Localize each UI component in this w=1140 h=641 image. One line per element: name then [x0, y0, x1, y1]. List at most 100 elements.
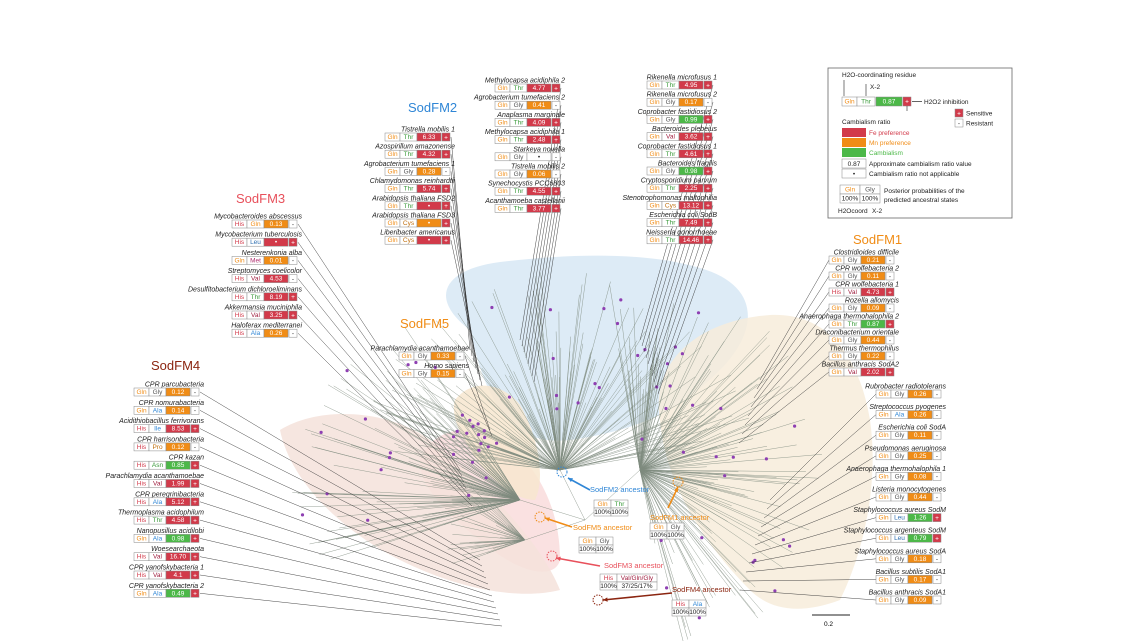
- inhibition-sign: -: [889, 337, 891, 344]
- species-name: Mycobacterium tuberculosis: [215, 232, 302, 239]
- coord-residue: Gln: [401, 371, 412, 378]
- leader-line: [657, 239, 714, 395]
- x2-residue: Thr: [666, 185, 677, 192]
- cambialism-ratio-value: 0.26: [270, 330, 283, 337]
- inhibition-box: [703, 166, 713, 176]
- species-name: Staphylococcus aureus SodM: [853, 507, 946, 514]
- cambialism-ratio-box: [165, 479, 191, 488]
- cambialism-ratio-value: 4.32: [423, 151, 436, 158]
- coord-residue: Gln: [387, 134, 398, 141]
- cambialism-ratio-box: [907, 513, 933, 522]
- species-name: Staphylococcus aureus SodA: [855, 548, 947, 555]
- ancestor-posterior-b: 100%: [689, 609, 706, 616]
- tree-node-dot: [476, 422, 480, 426]
- ancestor-posterior-b: 100%: [611, 509, 628, 516]
- inhibition-sign: +: [888, 369, 892, 376]
- species-name: CPR nomurabacteria: [139, 400, 204, 407]
- arrow-head: [545, 517, 550, 522]
- tree-node-dot: [414, 360, 418, 365]
- inhibition-sign: +: [291, 240, 295, 247]
- ancestor-coord-residue: Gln: [582, 538, 593, 545]
- inhibition-box: [885, 367, 895, 377]
- arrow-head: [556, 556, 561, 561]
- cambialism-ratio-box: [860, 255, 886, 265]
- inhibition-box: [703, 218, 713, 227]
- coord-residue: Gln: [497, 188, 508, 195]
- cambialism-ratio-value: 4.55: [533, 188, 546, 195]
- inhibition-box: [703, 115, 713, 124]
- family-label-sodfm2: SodFM2: [408, 100, 457, 115]
- species-name: Mycobacteroides abscessus: [214, 214, 302, 221]
- x2-residue: Thr: [404, 134, 415, 141]
- x2-residue: Pro: [152, 444, 163, 451]
- species-name: CPR peregrinibacteria: [135, 491, 204, 498]
- x2-residue: Gly: [895, 494, 906, 501]
- coord-residue: His: [235, 294, 245, 301]
- cambialism-ratio-value: 4.77: [533, 85, 546, 92]
- x2-residue: Gly: [153, 389, 164, 396]
- species-name: Escherichia coli SodA: [878, 425, 946, 432]
- tree-node-dot: [484, 476, 488, 480]
- coord-residue: His: [137, 462, 147, 469]
- leader-line: [199, 464, 489, 585]
- ancestor-node: [672, 476, 684, 488]
- inhibition-box: [885, 335, 895, 345]
- cambialism-ratio-value: 0.87: [867, 321, 880, 328]
- x2-residue: Thr: [514, 188, 525, 195]
- tree-node-dot: [551, 356, 555, 361]
- inhibition-sign: +: [706, 237, 710, 244]
- cambialism-ratio-box: [907, 595, 933, 605]
- inhibition-sign: +: [706, 117, 710, 124]
- species-name: Clostridioides difficile: [834, 250, 899, 257]
- cambialism-ratio-box: [263, 292, 289, 302]
- ancestor-label: SodFM5 ancestor: [573, 523, 633, 532]
- coord-residue: Gln: [831, 305, 842, 312]
- x2-residue: Thr: [666, 220, 677, 227]
- cambialism-ratio-box: [907, 410, 933, 419]
- coord-residue: Gln: [649, 185, 660, 192]
- cambialism-ratio-box: [678, 149, 704, 159]
- cambialism-ratio-box: [907, 554, 933, 564]
- x2-residue: Ile: [154, 426, 161, 433]
- inhibition-sign: +: [554, 206, 558, 213]
- species-name: Acanthamoeba castellanii: [484, 198, 565, 205]
- coord-residue: Gln: [878, 453, 889, 460]
- inhibition-box: [441, 201, 451, 211]
- tree-node-dot: [636, 353, 640, 358]
- species-name: Streptococcus pyogenes: [869, 404, 946, 411]
- x2-residue: Gly: [514, 102, 525, 109]
- ancestor-x2-residue: Thr: [615, 501, 626, 508]
- tree-node-dot: [379, 468, 383, 472]
- coord-residue: Gln: [831, 321, 842, 328]
- legend-title: H2O-coordinating residue: [842, 72, 916, 79]
- coord-residue: Gln: [136, 407, 147, 414]
- cambialism-ratio-box: [526, 100, 552, 110]
- ancestor-posterior-a: 100%: [672, 609, 689, 616]
- tree-node-dot: [680, 352, 685, 356]
- inhibition-box: [190, 479, 200, 488]
- tree-node-dot: [576, 401, 580, 405]
- cambialism-ratio-box: [165, 515, 191, 525]
- coord-residue: Gln: [387, 203, 398, 210]
- legend-approx-text: Approximate cambialism ratio value: [869, 161, 972, 168]
- cambialism-ratio-box: [263, 310, 289, 320]
- inhibition-box: [703, 183, 713, 193]
- ancestor-arrow: [555, 557, 601, 567]
- cambialism-ratio-value: 0.09: [914, 597, 927, 604]
- cambialism-ratio-value: 6.33: [423, 134, 436, 141]
- cambialism-ratio-box: [430, 369, 456, 378]
- leader-line: [763, 435, 877, 519]
- coord-residue: Gln: [234, 257, 245, 264]
- leader-line: [297, 278, 467, 489]
- inhibition-sign: -: [936, 556, 938, 563]
